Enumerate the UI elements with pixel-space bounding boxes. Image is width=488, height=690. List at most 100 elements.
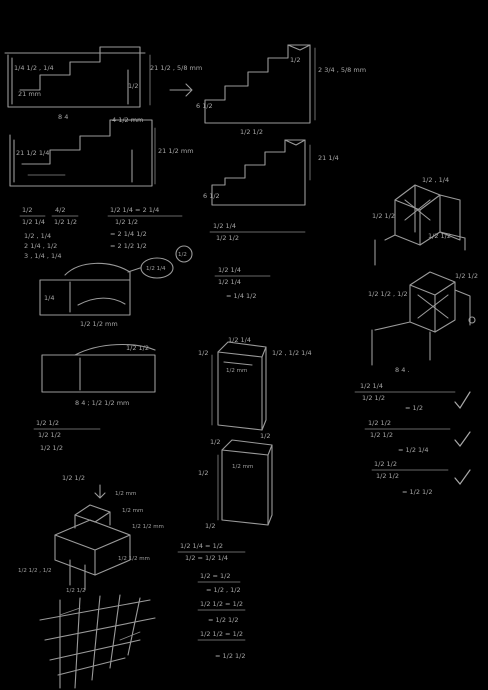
calc-text: 1/2 1/4 = 2 1/4 xyxy=(110,206,159,214)
box-bottom-label: 8 4 ; 1/2 1/2 mm xyxy=(75,399,129,407)
box-inner-label: 1/2 mm xyxy=(226,368,247,374)
mound-sketch: 1/2 1/4 1/2 1/2 mm 1/4 xyxy=(39,257,174,328)
iso-right-label: 1/2 1/2 xyxy=(428,232,451,240)
tall-box-2: 1/2 1/2 1/2 mm 1/2 xyxy=(198,438,273,530)
calc-text: 2 1/4 , 1/2 xyxy=(24,242,57,250)
box-top-label: 1/2 xyxy=(210,438,220,446)
calc-text: = 1/2 1/2 xyxy=(208,616,239,624)
calc-text: 1/2 1/4 xyxy=(213,222,236,230)
stepped-profile-second-right: 21 1/4 6 1/2 xyxy=(203,139,339,206)
label-right: 21 1/2 mm xyxy=(158,147,194,155)
calc-text: 1/2 1/4 xyxy=(22,218,45,226)
calc-text: = 2 1/2 1/2 xyxy=(110,242,147,250)
calc-text: 1/2 1/2 = 1/2 xyxy=(200,600,243,608)
calc-text: 1/2 xyxy=(178,252,187,258)
calc-text: 1/2 1/2 xyxy=(216,234,239,242)
calc-text: 1/2 1/2 xyxy=(362,394,385,402)
calc-text: 1/2 , 1/4 xyxy=(24,232,51,240)
label-step: 1/2 xyxy=(290,56,300,64)
iso-label: 1/2 1/2 mm xyxy=(118,556,150,562)
iso-left-label: 1/2 1/2 , 1/2 xyxy=(368,290,408,298)
calc-text: 3 , 1/4 , 1/4 xyxy=(24,252,61,260)
box-inner-label: 1/2 mm xyxy=(232,464,253,470)
mound-circle xyxy=(140,257,174,279)
box-mid-left: 1/2 1/2 8 4 ; 1/2 1/2 mm xyxy=(41,344,156,407)
label-left: 1/4 1/2 , 1/4 xyxy=(14,64,54,72)
box-right-label: 1/2 , 1/2 1/4 xyxy=(272,349,312,357)
calc-text: 1/2 1/2 xyxy=(38,431,61,439)
label-top: 4 1/2 mm xyxy=(112,116,143,124)
iso-top-label: 1/2 1/2 xyxy=(62,474,85,482)
calc-text: 1/2 1/2 xyxy=(54,218,77,226)
iso-sketch-right-top: 1/2 , 1/4 1/2 1/2 1/2 1/2 xyxy=(372,176,466,266)
calc-left: 1/2 1/2 1/4 4/2 1/2 1/2 1/2 , 1/4 2 1/4 … xyxy=(19,206,79,260)
iso-label: 1/2 1/2 mm xyxy=(132,524,164,530)
calc-text: 1/2 = 1/2 1/4 xyxy=(185,554,228,562)
calc-text: 1/2 1/2 xyxy=(40,444,63,452)
mound-left-label: 1/4 xyxy=(44,294,54,302)
calc-right-mid: 1/2 1/4 1/2 1/2 1/2 1/4 1/2 1/4 = 1/4 1/… xyxy=(209,222,306,300)
calc-text: 1/2 1/2 xyxy=(370,431,393,439)
calc-text: = 1/2 1/4 xyxy=(398,446,429,454)
calc-text: = 1/2 xyxy=(405,404,423,412)
mound-bottom-label: 1/2 1/2 mm xyxy=(80,320,118,328)
calc-text: 1/2 1/4 xyxy=(218,278,241,286)
stepped-profile-second-left: 4 1/2 mm 21 1/2 1/4 21 1/2 mm xyxy=(9,116,194,187)
grid-sketch xyxy=(39,594,156,689)
label-left: 21 1/2 1/4 xyxy=(16,149,49,157)
label-left: 6 1/2 xyxy=(196,102,213,110)
label-bottom: 8 4 xyxy=(58,113,68,121)
iso-bottom-label: 1/2 1/2 xyxy=(66,588,85,594)
calc-text: 1/2 = 1/2 xyxy=(200,572,231,580)
box-top-label: 1/2 1/2 xyxy=(126,344,149,352)
iso-label: 1/2 mm xyxy=(122,508,143,514)
calc-text: = 1/2 1/2 xyxy=(402,488,433,496)
calc-heading: 8 4 . xyxy=(395,366,409,374)
label-height: 2 3/4 , 5/8 mm xyxy=(318,66,366,74)
iso-sketch-right-bottom: 1/2 1/2 , 1/2 1/2 1/2 xyxy=(368,271,478,366)
box-left-label: 1/2 xyxy=(198,469,208,477)
box-top-label: 1/2 1/4 xyxy=(228,336,251,344)
calc-text: 1/2 1/4 xyxy=(218,266,241,274)
label-bottom: 1/2 1/2 xyxy=(240,128,263,136)
marker-circle xyxy=(468,316,476,324)
check-mark xyxy=(454,431,471,447)
calc-lower-mid: 1/2 1/4 = 1/2 1/2 = 1/2 1/4 1/2 = 1/2 = … xyxy=(177,542,246,660)
calc-text: 1/2 1/4 = 1/2 xyxy=(180,542,223,550)
box-bottom-label: 1/2 xyxy=(205,522,215,530)
calc-text: 4/2 xyxy=(55,206,65,214)
label-left: 6 1/2 xyxy=(203,192,220,200)
calc-text: 1/2 1/2 xyxy=(36,419,59,427)
calc-text: 1/2 1/2 xyxy=(115,218,138,226)
iso-left-label: 1/2 1/2 xyxy=(372,212,395,220)
check-mark xyxy=(454,391,471,410)
calc-text: 1/2 1/2 = 1/2 xyxy=(200,630,243,638)
calc-text: = 1/2 , 1/2 xyxy=(206,586,241,594)
calc-text: 1/2 xyxy=(22,206,32,214)
iso-right-label: 1/2 1/2 xyxy=(455,272,478,280)
calc-text: = 2 1/4 1/2 xyxy=(110,230,147,238)
mound-circle-text: 1/2 1/4 xyxy=(146,266,166,272)
calc-text: 1/2 1/2 xyxy=(376,472,399,480)
iso-sketch-left: 1/2 1/2 1/2 mm 1/2 mm 1/2 1/2 mm 1/2 1/2… xyxy=(18,474,164,594)
calc-lower-left: 1/2 1/2 1/2 1/2 1/2 1/2 xyxy=(33,419,101,452)
iso-label: 1/2 mm xyxy=(115,491,136,497)
stepped-profile-top-right: 2 3/4 , 5/8 mm 6 1/2 1/2 1/2 1/2 xyxy=(196,44,366,136)
calc-right: 8 4 . 1/2 1/4 1/2 1/2 = 1/2 1/2 1/2 1/2 … xyxy=(354,366,471,496)
label-inner: 21 mm xyxy=(18,90,41,98)
iso-top-label: 1/2 , 1/4 xyxy=(422,176,449,184)
calc-text: = 1/2 1/2 xyxy=(215,652,246,660)
box-left-label: 1/2 xyxy=(198,349,208,357)
iso-left-label: 1/2 1/2 , 1/2 xyxy=(18,568,52,574)
box-bottom-label: 1/2 xyxy=(260,432,270,440)
calc-mid: 1/2 1/4 = 2 1/4 1/2 1/2 = 2 1/4 1/2 = 2 … xyxy=(107,206,193,263)
arrow-right xyxy=(169,83,193,97)
calc-text: 1/2 1/4 xyxy=(360,382,383,390)
label-step: 1/2 xyxy=(128,82,138,90)
tall-box-1: 1/2 1/4 1/2 1/2 , 1/2 1/4 1/2 mm 1/2 xyxy=(198,336,312,440)
calc-text: 1/2 1/2 xyxy=(368,419,391,427)
check-mark xyxy=(454,469,471,485)
stepped-profile-top-left: 1/4 1/2 , 1/4 21 1/2 , 5/8 mm 21 mm 1/2 … xyxy=(4,46,202,121)
